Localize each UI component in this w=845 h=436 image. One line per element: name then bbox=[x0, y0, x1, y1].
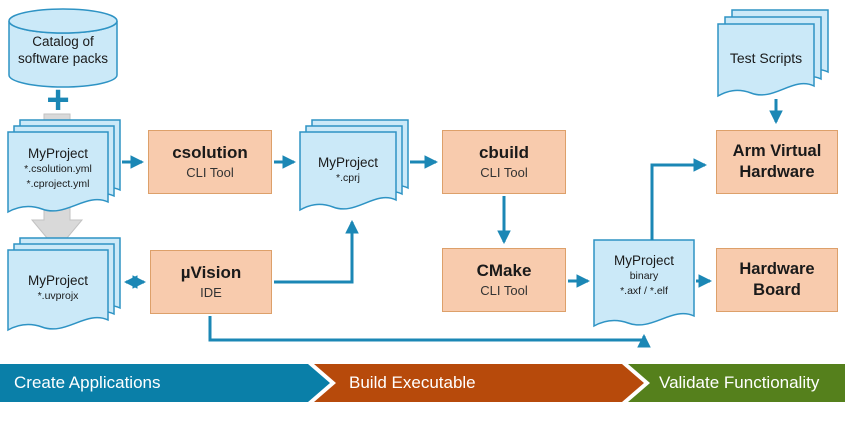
binary-line1: binary bbox=[629, 270, 659, 282]
catalog-label-line2: software packs bbox=[17, 51, 109, 66]
binary-line2: *.axf / *.elf bbox=[620, 284, 668, 297]
plus-icon: + bbox=[46, 78, 70, 122]
binary-title: MyProject bbox=[613, 253, 674, 268]
avh-line1: Arm Virtual bbox=[732, 142, 822, 160]
csolution-box: csolution CLI Tool bbox=[148, 130, 272, 194]
cmake-title: CMake bbox=[476, 261, 532, 280]
project-files-title: MyProject bbox=[27, 146, 88, 161]
catalog-label: Catalog of software packs bbox=[10, 33, 116, 67]
hardware-board-box: Hardware Board bbox=[716, 248, 838, 312]
csolution-subtitle: CLI Tool bbox=[186, 165, 234, 180]
banner-build-executable bbox=[314, 364, 644, 402]
hardware-board-line1: Hardware bbox=[739, 260, 815, 278]
banner-validate-functionality bbox=[628, 364, 845, 402]
banner-label-create-applications: Create Applications bbox=[14, 373, 161, 392]
cmake-box: CMake CLI Tool bbox=[442, 248, 566, 312]
cbuild-box: cbuild CLI Tool bbox=[442, 130, 566, 194]
project-files-label: MyProject *.csolution.yml *.cproject.yml bbox=[8, 145, 108, 191]
test-scripts-title: Test Scripts bbox=[729, 50, 803, 66]
project-files-line1: *.csolution.yml bbox=[24, 163, 92, 175]
cprj-label: MyProject *.cprj bbox=[300, 154, 396, 186]
cbuild-subtitle: CLI Tool bbox=[480, 165, 528, 180]
project-files-line2: *.cproject.yml bbox=[26, 177, 90, 190]
catalog-label-line1: Catalog of bbox=[32, 34, 94, 49]
arrow-uvision-to-cprj bbox=[274, 219, 359, 284]
binary-label: MyProject binary *.axf / *.elf bbox=[594, 252, 694, 298]
uvprojx-title: MyProject bbox=[27, 273, 88, 288]
catalog-cylinder bbox=[8, 8, 118, 88]
uvision-title: µVision bbox=[180, 263, 242, 282]
cprj-line1: *.cprj bbox=[336, 172, 360, 184]
uvision-subtitle: IDE bbox=[200, 285, 222, 300]
avh-box: Arm Virtual Hardware bbox=[716, 130, 838, 194]
test-scripts-label: Test Scripts bbox=[718, 50, 814, 67]
banner-create-applications bbox=[0, 364, 330, 402]
arrow-binary-to-avh bbox=[650, 158, 708, 240]
avh-line2: Hardware bbox=[739, 163, 815, 181]
banner-label-validate-functionality: Validate Functionality bbox=[659, 373, 820, 392]
csolution-title: csolution bbox=[172, 143, 248, 162]
cbuild-title: cbuild bbox=[478, 143, 530, 162]
arrow-uvision-to-binary bbox=[208, 316, 651, 348]
uvprojx-label: MyProject *.uvprojx bbox=[8, 272, 108, 304]
uvision-box: µVision IDE bbox=[150, 250, 272, 314]
uvprojx-line1: *.uvprojx bbox=[37, 290, 79, 302]
cmake-subtitle: CLI Tool bbox=[480, 283, 528, 298]
hardware-board-line2: Board bbox=[753, 281, 801, 299]
cprj-title: MyProject bbox=[317, 155, 378, 170]
banner-label-build-executable: Build Executable bbox=[349, 373, 476, 392]
